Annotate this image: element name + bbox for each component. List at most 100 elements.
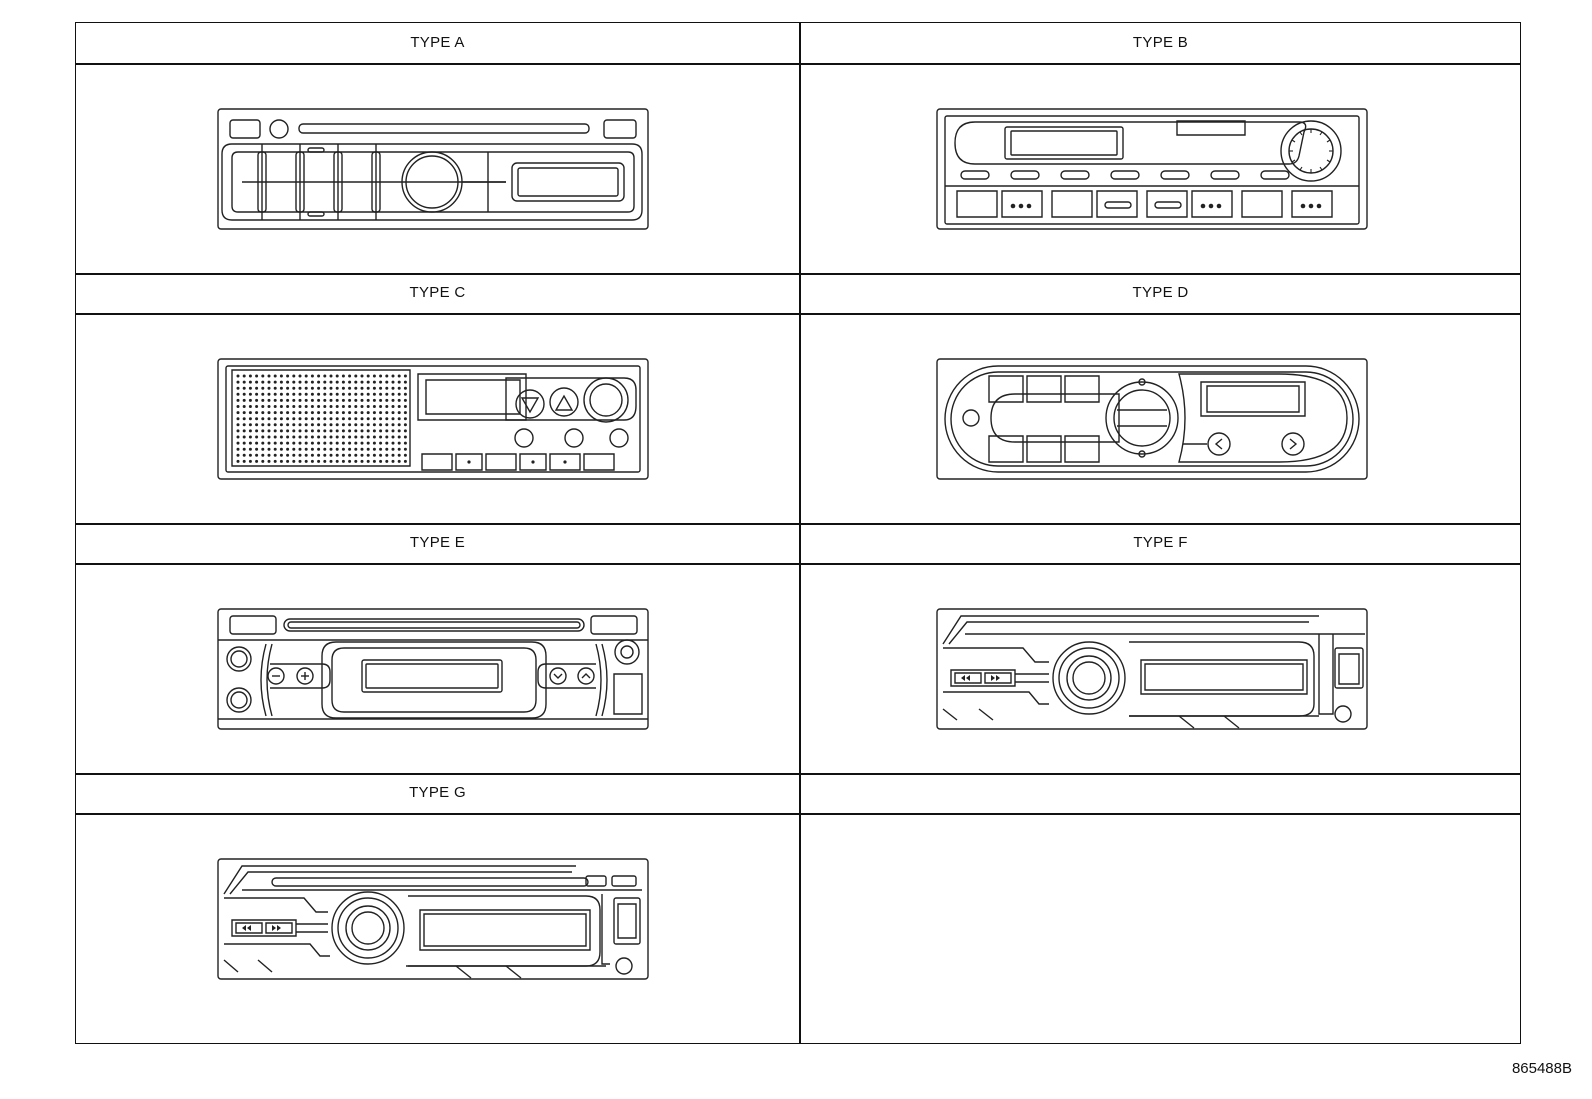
grille-dot — [286, 386, 290, 390]
grille-dot — [372, 392, 376, 396]
grille-dot — [248, 429, 252, 433]
grille-dot — [397, 435, 401, 439]
grille-dot — [379, 423, 383, 427]
grille-dot — [379, 392, 383, 396]
grille-dot — [273, 380, 277, 384]
grille-dot — [403, 429, 407, 433]
grille-dot — [335, 441, 339, 445]
grille-dot — [248, 411, 252, 415]
grille-dot — [267, 411, 271, 415]
grille-dot — [261, 447, 265, 451]
grille-dot — [292, 453, 296, 457]
grille-dot — [341, 411, 345, 415]
grille-dot — [354, 441, 358, 445]
grille-dot — [242, 447, 246, 451]
grille-dot — [366, 417, 370, 421]
grille-dot — [366, 398, 370, 402]
grille-dot — [379, 405, 383, 408]
grille-dot — [391, 380, 395, 384]
grille-dot — [385, 405, 389, 408]
grille-dot — [323, 417, 327, 421]
grille-dot — [261, 453, 265, 457]
grille-dot — [255, 392, 259, 396]
grille-dot — [304, 411, 308, 415]
grille-dot — [335, 392, 339, 396]
grille-dot — [397, 447, 401, 451]
grille-dot — [255, 405, 259, 408]
grille-dot — [323, 459, 327, 463]
grille-dot — [292, 411, 296, 415]
grille-dot — [329, 392, 333, 396]
type-c-radio — [76, 314, 799, 524]
grille-dot — [248, 441, 252, 445]
grille-dot — [372, 459, 376, 463]
grille-dot — [391, 405, 395, 408]
grille-dot — [391, 429, 395, 433]
grille-dot — [310, 423, 314, 427]
grille-dot — [286, 392, 290, 396]
next-track-icon — [985, 673, 1011, 683]
grille-dot — [403, 447, 407, 451]
grille-dot — [298, 411, 302, 415]
grille-dot — [403, 380, 407, 384]
row-rule — [76, 563, 1520, 565]
grille-dot — [248, 423, 252, 427]
grille-dot — [403, 405, 407, 408]
grille-dot — [360, 392, 364, 396]
grille-dot — [360, 459, 364, 463]
grille-dot — [360, 374, 364, 378]
grille-dot — [304, 441, 308, 445]
grille-dot — [341, 386, 345, 390]
grille-dot — [298, 429, 302, 433]
grille-dot — [279, 392, 283, 396]
grille-dot — [248, 386, 252, 390]
grille-dot — [267, 429, 271, 433]
grille-dot — [341, 453, 345, 457]
grille-dot — [261, 417, 265, 421]
grille-dot — [286, 447, 290, 451]
type-f-radio — [799, 564, 1522, 774]
grille-dot — [391, 398, 395, 402]
grille-dot — [292, 429, 296, 433]
grille-dot — [310, 398, 314, 402]
grille-dot — [366, 441, 370, 445]
grille-dot — [385, 392, 389, 396]
grille-dot — [360, 447, 364, 451]
grille-dot — [286, 411, 290, 415]
grille-dot — [335, 429, 339, 433]
grille-dot — [248, 459, 252, 463]
grille-dot — [385, 374, 389, 378]
grille-dot — [323, 447, 327, 451]
grille-dot — [279, 447, 283, 451]
grille-dot — [335, 459, 339, 463]
grille-dot — [236, 380, 240, 384]
grille-dot — [248, 374, 252, 378]
grille-dot — [273, 459, 277, 463]
type-a-label: TYPE A — [410, 34, 465, 51]
grille-dot — [403, 459, 407, 463]
grille-dot — [397, 417, 401, 421]
grille-dot — [348, 447, 352, 451]
grille-dot — [310, 392, 314, 396]
type-d-radio — [799, 314, 1522, 524]
grille-dot — [317, 392, 321, 396]
grille-dot — [286, 417, 290, 421]
grille-dot — [323, 453, 327, 457]
grille-dot — [286, 453, 290, 457]
grille-dot — [317, 435, 321, 439]
grille-dot — [403, 417, 407, 421]
prev-track-icon — [236, 923, 262, 933]
grille-dot — [335, 435, 339, 439]
grille-dot — [279, 453, 283, 457]
grille-dot — [292, 386, 296, 390]
grille-dot — [348, 459, 352, 463]
grille-dot — [403, 374, 407, 378]
grille-dot — [304, 435, 308, 439]
grille-dot — [323, 398, 327, 402]
grille-dot — [372, 398, 376, 402]
grille-dot — [360, 386, 364, 390]
grille-dot — [385, 435, 389, 439]
chevron-right-icon — [1282, 433, 1304, 455]
grille-dot — [397, 386, 401, 390]
grille-dot — [366, 411, 370, 415]
